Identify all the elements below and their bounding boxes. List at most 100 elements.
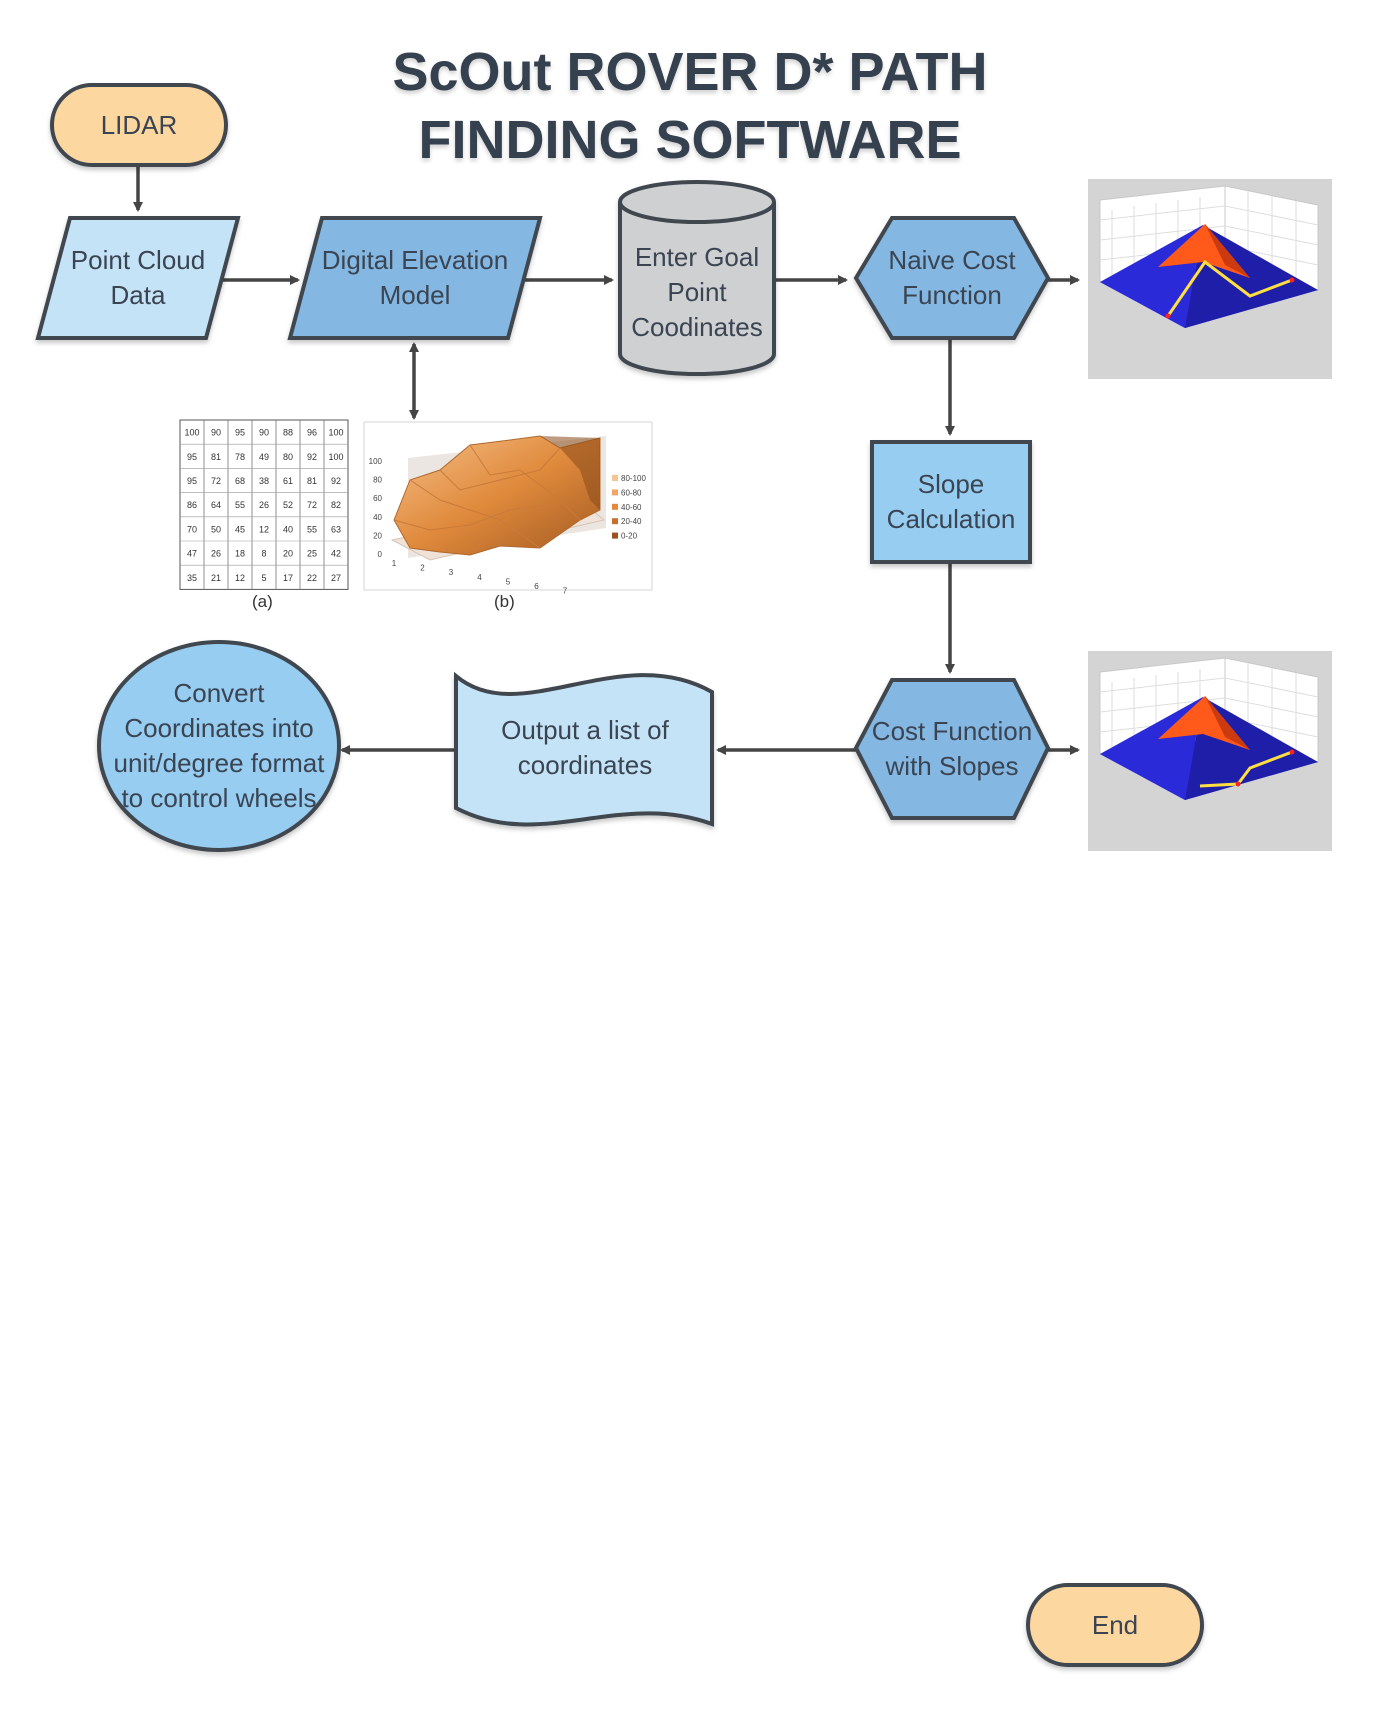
grid-cell-value: 92	[331, 476, 341, 486]
grid-cell-value: 68	[235, 476, 245, 486]
grid-cell-value: 22	[307, 573, 317, 583]
surface-y-tick: 80	[373, 476, 382, 485]
lidar-terminal	[50, 83, 228, 167]
grid-cell-value: 61	[283, 476, 293, 486]
grid-cell-value: 26	[211, 549, 221, 559]
surface-caption: (b)	[494, 592, 515, 611]
grid-cell-value: 20	[283, 549, 293, 559]
end-terminal	[1026, 1583, 1204, 1667]
surface-legend-label: 60-80	[621, 488, 642, 497]
grid-cell-value: 90	[259, 428, 269, 438]
naive-cost-line-1: Naive Cost	[888, 245, 1016, 275]
grid-frame	[179, 419, 349, 590]
grid-cell-value: 12	[259, 524, 269, 534]
surface-y-tick: 0	[378, 550, 383, 559]
grid-cell-value: 27	[331, 573, 341, 583]
grid-cell-value: 63	[331, 524, 341, 534]
cost-slopes-label: Cost Function with Slopes	[852, 680, 1052, 818]
grid-cell-value: 49	[259, 452, 269, 462]
dem-line-2: Model	[379, 280, 451, 310]
surface-legend-swatch	[612, 489, 618, 496]
surface-x-tick: 4	[477, 573, 482, 582]
surface-x-tick: 7	[563, 587, 568, 596]
grid-cell-value: 35	[187, 573, 197, 583]
grid-cell-value: 100	[328, 428, 343, 438]
goal-label: Enter Goal Point Coodinates	[620, 238, 774, 346]
convert-line-1: Convert	[173, 678, 265, 708]
goal-line-1: Enter Goal	[634, 241, 760, 272]
surface-y-ticks: 100 80 60 40 20 0	[369, 457, 383, 559]
title-line-2: FINDING SOFTWARE	[418, 110, 962, 170]
grid-cell-value: 82	[331, 500, 341, 510]
point-cloud-label: Point Cloud Data	[52, 218, 224, 338]
grid-cell-value: 86	[187, 500, 197, 510]
surface-legend-label: 0-20	[621, 532, 638, 541]
surface-y-tick: 40	[373, 513, 382, 522]
grid-cell-value: 55	[235, 500, 245, 510]
cost-slopes-line-2: with Slopes	[885, 751, 1019, 781]
convert-line-2: Coordinates into	[124, 713, 314, 743]
grid-cell-value: 96	[307, 428, 317, 438]
slope-line-1: Slope	[917, 469, 985, 499]
lidar-text: LIDAR	[100, 109, 178, 140]
cost-with-slopes-plot	[1088, 651, 1332, 851]
grid-cell-value: 52	[283, 500, 293, 510]
grid-cell-value: 90	[211, 428, 221, 438]
grid-cell-value: 18	[235, 549, 245, 559]
convert-ellipse	[97, 640, 341, 852]
point-cloud-shape	[35, 216, 241, 340]
grid-cell-value: 40	[283, 524, 293, 534]
grid-cell-value: 17	[283, 573, 293, 583]
output-label: Output a list of coordinates	[470, 696, 700, 800]
connectors	[133, 167, 1080, 755]
grid-cell-value: 88	[283, 428, 293, 438]
slope-line-2: Calculation	[886, 504, 1016, 534]
grid-cell-value: 64	[211, 500, 221, 510]
end-label: End	[1028, 1585, 1202, 1665]
grid-cell-value: 72	[307, 500, 317, 510]
output-document-shape	[454, 671, 714, 827]
surface-legend-swatch	[612, 518, 618, 525]
page-title: ScOut ROVER D* PATH FINDING SOFTWARE	[300, 38, 1080, 174]
surface-y-tick: 100	[369, 457, 383, 466]
surface-y-tick: 60	[373, 494, 382, 503]
dem-shape	[287, 216, 543, 340]
grid-cell-value: 42	[331, 549, 341, 559]
grid-cell-value: 70	[187, 524, 197, 534]
output-line-1: Output a list of	[501, 715, 669, 745]
grid-cell-value: 81	[211, 452, 221, 462]
grid-cell-value: 12	[235, 573, 245, 583]
naive-cost-line-2: Function	[902, 280, 1002, 310]
goal-line-2: Point	[667, 276, 727, 307]
convert-label: Convert Coordinates into unit/degree for…	[99, 660, 339, 832]
surface-x-tick: 1	[392, 559, 397, 568]
slope-rect	[870, 440, 1032, 564]
grid-cell-value: 100	[328, 452, 343, 462]
surface-y-tick: 20	[373, 531, 382, 540]
goal-line-3: Coodinates	[631, 311, 763, 342]
end-text: End	[1091, 1609, 1139, 1640]
cost-slopes-hexagon	[853, 678, 1051, 820]
grid-cell-value: 95	[187, 476, 197, 486]
title-line-1: ScOut ROVER D* PATH	[392, 42, 988, 102]
point-cloud-line-1: Point Cloud	[70, 245, 206, 275]
surface-legend-swatch	[612, 532, 618, 539]
grid-cell-value: 92	[307, 452, 317, 462]
grid-cell-value: 78	[235, 452, 245, 462]
grid-cell-value: 5	[261, 573, 266, 583]
grid-cell-value: 45	[235, 524, 245, 534]
cost-slopes-line-1: Cost Function	[871, 716, 1033, 746]
goal-cylinder	[618, 180, 776, 376]
grid-cell-value: 38	[259, 476, 269, 486]
grid-cell-value: 72	[211, 476, 221, 486]
naive-cost-plot	[1088, 179, 1332, 379]
output-line-2: coordinates	[517, 750, 653, 780]
grid-cell-value: 26	[259, 500, 269, 510]
convert-line-4: to control wheels	[121, 783, 317, 813]
slope-label: Slope Calculation	[872, 442, 1030, 562]
grid-cell-value: 47	[187, 549, 197, 559]
